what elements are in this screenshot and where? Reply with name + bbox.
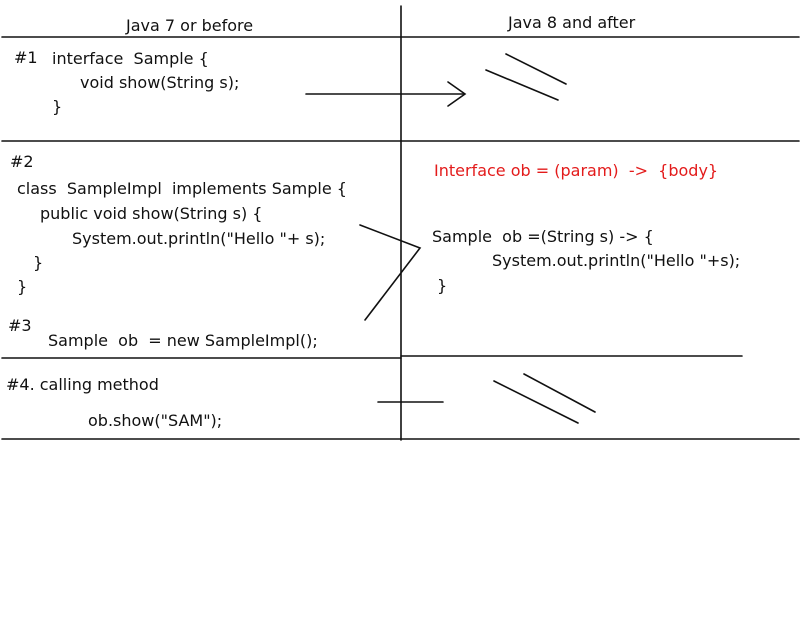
row4-strike-upper	[523, 373, 596, 413]
row1-code-line-1: interface Sample {	[52, 49, 209, 68]
row2-code-line-5: }	[17, 277, 28, 296]
row1-strike-lower	[485, 69, 559, 101]
row2-number: #2	[10, 152, 34, 171]
row1-code-line-2: void show(String s);	[80, 73, 240, 92]
row4-label: #4. calling method	[6, 375, 159, 394]
row1-code-line-3: }	[52, 97, 63, 116]
row2-code-line-4: }	[33, 253, 44, 272]
row2-code-line-3: System.out.println("Hello "+ s);	[72, 229, 326, 248]
row4-code: ob.show("SAM");	[88, 411, 223, 430]
lambda-line-2: System.out.println("Hello "+s);	[492, 251, 741, 270]
row2-code-line-2: public void show(String s) {	[40, 204, 263, 223]
row4-strike-lower	[493, 380, 579, 424]
row1-arrow-head	[447, 81, 467, 107]
header-left: Java 7 or before	[126, 16, 254, 35]
row3-number: #3	[8, 316, 32, 335]
row2-code-line-1: class SampleImpl implements Sample {	[17, 179, 347, 198]
lambda-syntax: Interface ob = (param) -> {body}	[434, 161, 719, 180]
row2-conversion-stroke	[359, 224, 422, 321]
row1-number: #1	[14, 48, 38, 67]
lambda-line-1: Sample ob =(String s) -> {	[432, 227, 654, 246]
lambda-line-3: }	[437, 276, 448, 295]
header-right: Java 8 and after	[508, 13, 636, 32]
row1-strike-upper	[505, 53, 567, 85]
row3-code: Sample ob = new SampleImpl();	[48, 331, 318, 350]
